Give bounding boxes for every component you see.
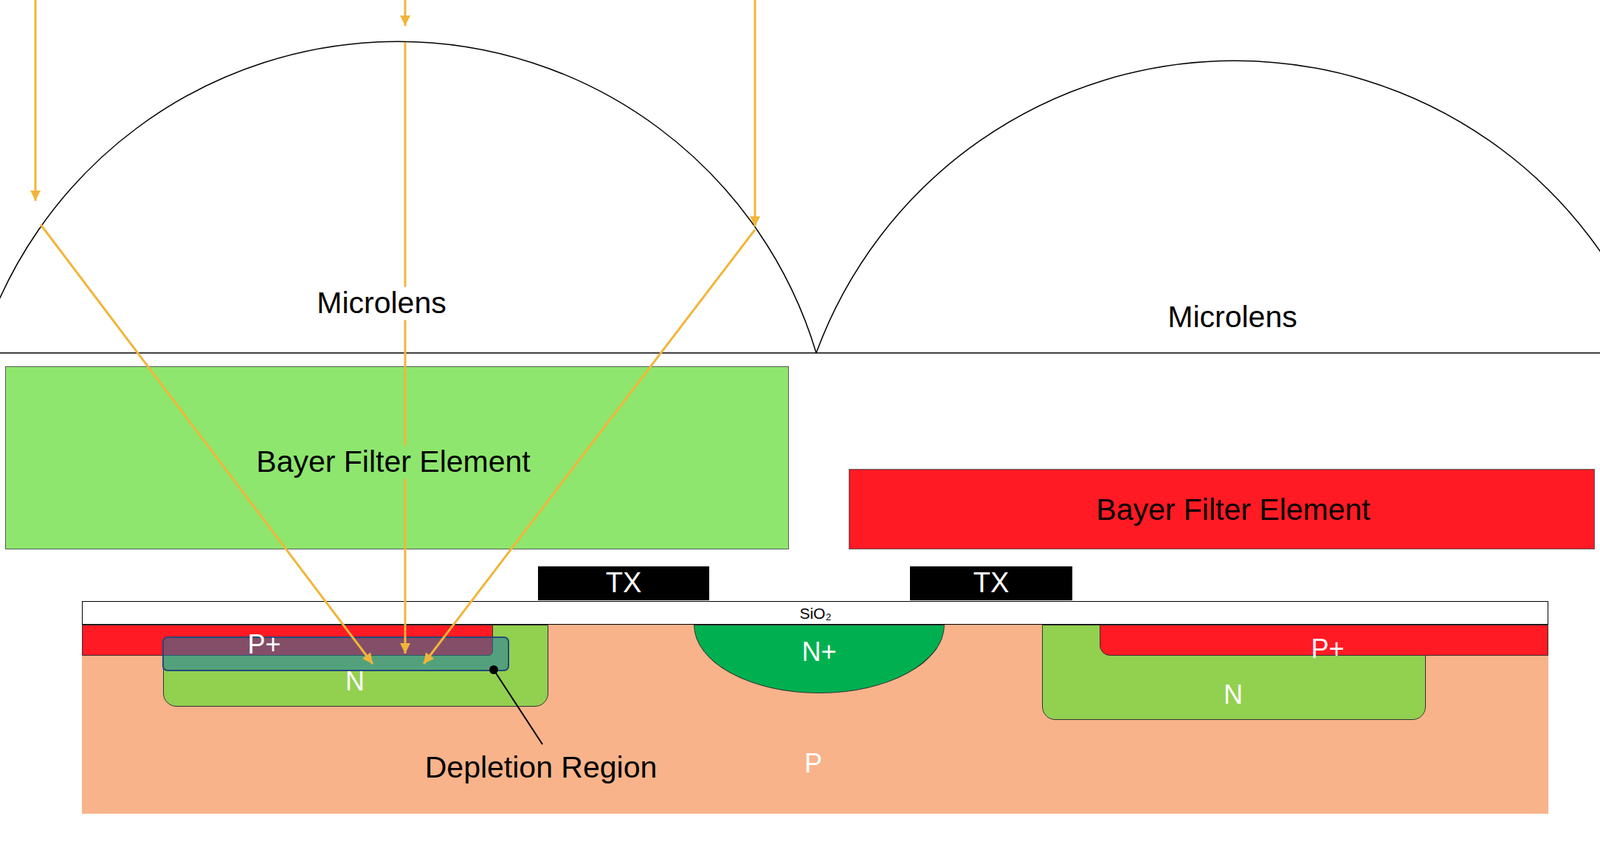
node-label: SiO₂ <box>796 604 834 622</box>
light-ray <box>404 0 407 26</box>
depletion-region <box>163 636 509 671</box>
bayer-filter-green: Bayer Filter Element <box>5 366 789 550</box>
node-label: P+ <box>1307 633 1347 664</box>
callout-label: Depletion Region <box>422 750 661 784</box>
n-plus-diffusion: N+ <box>693 624 945 693</box>
node-label: P <box>801 748 826 778</box>
light-rays <box>35 0 755 664</box>
light-ray <box>404 42 407 654</box>
node-label: Microlens <box>313 286 449 320</box>
node-label: Bayer Filter Element <box>1092 492 1373 527</box>
node-label: N <box>342 666 368 696</box>
node-label: N+ <box>798 636 840 667</box>
transfer-gate: TX <box>909 566 1073 600</box>
microlens: Microlens <box>0 41 817 353</box>
microlens: Microlens <box>816 61 1600 353</box>
lens-arc <box>816 60 1600 353</box>
p-plus-layer: P+ <box>1099 624 1549 656</box>
light-ray <box>754 0 757 227</box>
node-label: Microlens <box>1164 300 1300 334</box>
light-ray <box>34 0 37 201</box>
lens-arc <box>0 41 817 353</box>
node-label: N <box>1220 679 1246 710</box>
oxide-layer: SiO₂ <box>81 600 1549 625</box>
node-label: TX <box>602 567 646 599</box>
node-label: P+ <box>244 629 284 660</box>
light-ray <box>40 224 373 664</box>
lens-baseline <box>0 352 1600 354</box>
node-label: TX <box>970 567 1013 599</box>
bayer-filter-red: Bayer Filter Element <box>848 468 1595 550</box>
leader-line <box>493 669 543 744</box>
node-label: Bayer Filter Element <box>253 445 533 479</box>
transfer-gate: TX <box>538 566 710 600</box>
light-ray <box>423 229 755 664</box>
